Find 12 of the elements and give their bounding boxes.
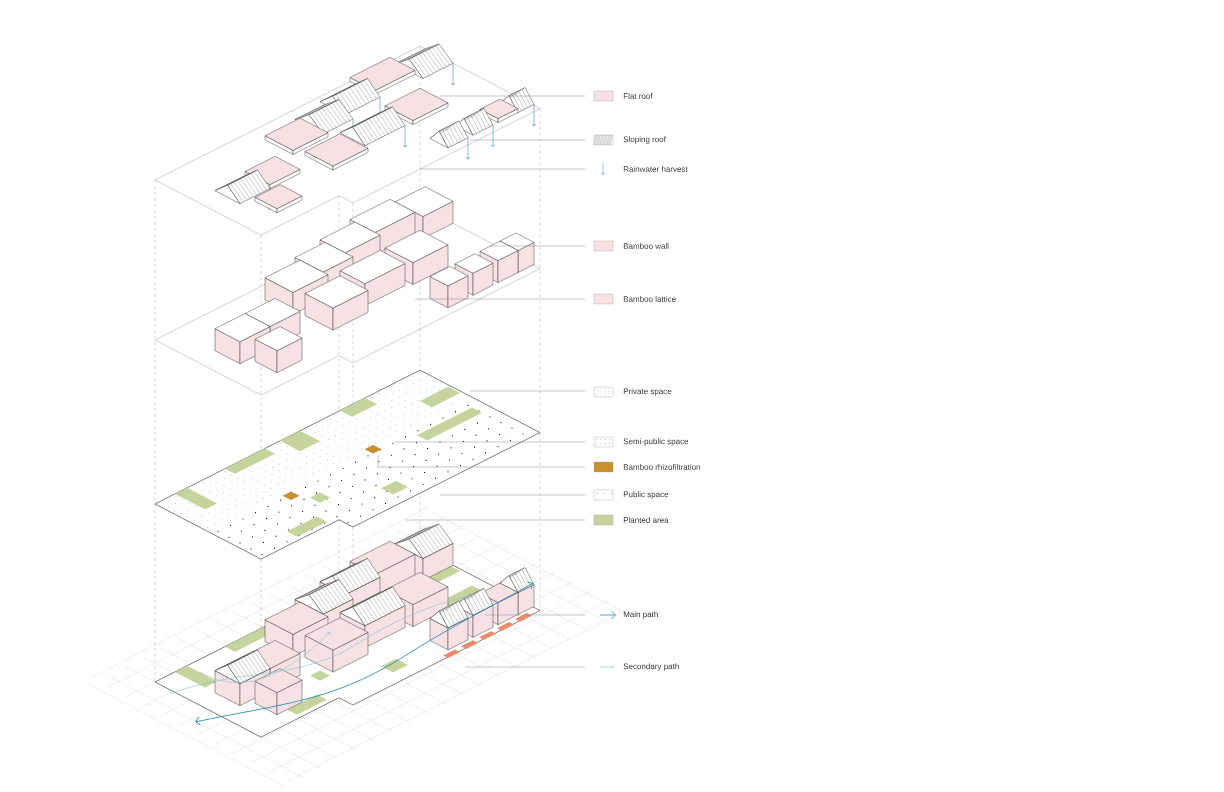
legend-label: Sloping roof bbox=[623, 136, 666, 144]
legend-label: Public space bbox=[623, 491, 669, 499]
legend-label: Bamboo lattice bbox=[623, 296, 676, 302]
legend-label: Flat roof bbox=[623, 93, 653, 99]
legend-label: Bamboo wall bbox=[623, 243, 669, 249]
legend-label: Secondary path bbox=[623, 663, 679, 671]
legend-label: Private space bbox=[623, 388, 672, 396]
legend-label: Main path bbox=[623, 611, 658, 619]
legend-label: Bamboo rhizofiltration bbox=[623, 464, 701, 470]
legend-label: Rainwater harvest bbox=[623, 166, 688, 172]
legend-label: Semi-public space bbox=[623, 438, 689, 446]
legend-label: Planted area bbox=[623, 517, 669, 523]
